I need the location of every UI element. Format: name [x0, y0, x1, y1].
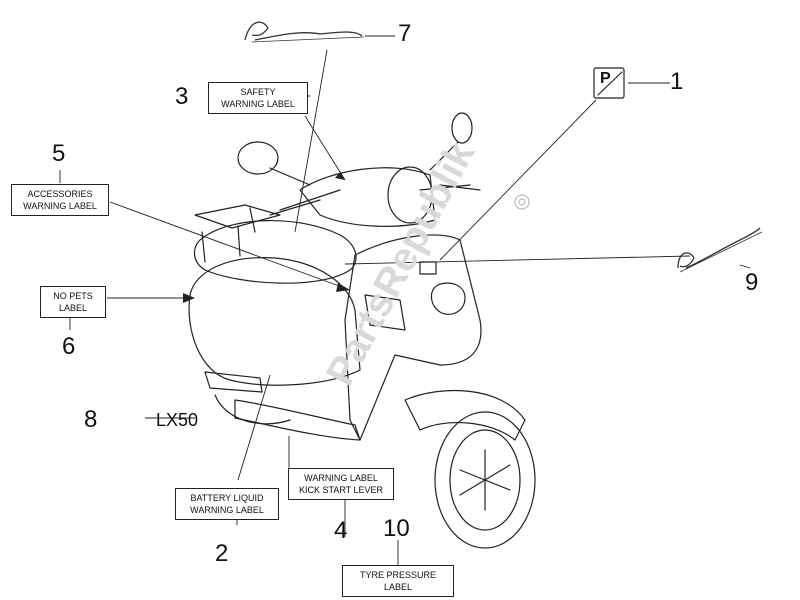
glovebox-grille [364, 294, 406, 331]
label-no-pets: NO PETS LABEL [40, 286, 106, 318]
front-fender [404, 389, 526, 441]
mirror-left [237, 141, 279, 175]
seat [194, 219, 357, 284]
headlight [387, 166, 433, 224]
part-number-5: 5 [52, 140, 66, 167]
front-wheel [434, 411, 536, 549]
part-number-9: 9 [745, 269, 759, 296]
gear-icon [514, 194, 530, 210]
label-battery-liquid-warning: BATTERY LIQUID WARNING LABEL [175, 488, 279, 520]
part-number-4: 4 [334, 517, 348, 544]
part-number-1: 1 [670, 68, 684, 95]
exhaust [204, 371, 263, 393]
part-number-2: 2 [215, 540, 229, 567]
vespa-logo-right [677, 227, 763, 273]
handlebar-right [419, 184, 481, 191]
emblem-p [593, 67, 625, 99]
part-number-6: 6 [62, 333, 76, 360]
label-accessories-warning: ACCESSORIES WARNING LABEL [11, 184, 109, 216]
rear-body [188, 257, 361, 386]
part-number-10: 10 [383, 515, 410, 542]
horn-cover [430, 282, 466, 315]
rear-wheel [214, 394, 291, 425]
front-shield [344, 234, 482, 441]
handlebar-left [269, 189, 341, 216]
label-kick-start-warning: WARNING LABEL KICK START LEVER [288, 468, 394, 500]
rear-rack [194, 204, 281, 263]
arrow-heads [183, 172, 350, 303]
emblem-letter: P [600, 70, 611, 87]
part-number-8: 8 [84, 406, 98, 433]
floorboard [234, 399, 361, 441]
mirror-right [451, 112, 473, 144]
part-number-3: 3 [175, 83, 189, 110]
label-tyre-pressure: TYRE PRESSURE LABEL [342, 565, 454, 597]
part-number-7: 7 [398, 20, 412, 47]
label-safety-warning: SAFETY WARNING LABEL [208, 82, 308, 114]
vespa-logo-top [244, 21, 365, 43]
variant-label: LX50 [156, 410, 199, 430]
